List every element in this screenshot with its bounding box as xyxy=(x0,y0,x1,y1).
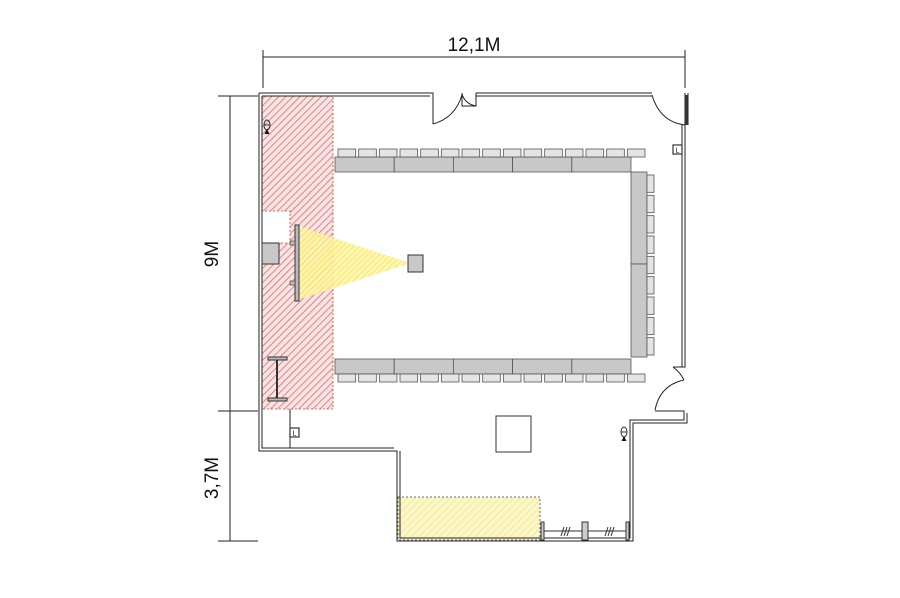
chair xyxy=(461,148,481,158)
podium xyxy=(267,356,288,402)
chair xyxy=(606,148,625,158)
chair xyxy=(646,174,655,193)
projection-zone xyxy=(298,226,410,300)
table xyxy=(452,358,513,375)
chair xyxy=(523,373,543,383)
chair xyxy=(502,373,522,383)
chair xyxy=(399,373,419,383)
wall-column xyxy=(685,95,688,125)
chair xyxy=(564,373,584,383)
table xyxy=(393,358,454,375)
annex-depth-label: 3,7M xyxy=(202,457,223,499)
chair xyxy=(461,373,481,383)
chair xyxy=(420,148,439,158)
table xyxy=(452,156,513,173)
table-layout xyxy=(334,148,655,383)
table xyxy=(334,358,395,375)
chair xyxy=(646,316,655,336)
doors xyxy=(432,93,686,411)
chair xyxy=(523,148,543,158)
main-depth-label: 9M xyxy=(202,241,223,267)
chair xyxy=(646,276,655,295)
dimension-depth xyxy=(218,95,258,542)
chair xyxy=(337,148,357,158)
svg-text:L: L xyxy=(293,431,297,438)
chair xyxy=(564,148,584,158)
chair xyxy=(440,148,460,158)
chair xyxy=(585,148,605,158)
chair xyxy=(482,373,501,383)
chair xyxy=(378,373,398,383)
svg-text:L: L xyxy=(676,148,680,155)
chair xyxy=(646,215,655,234)
chair xyxy=(420,373,439,383)
chair xyxy=(626,373,646,383)
table xyxy=(571,358,632,375)
door-top-left-leaf xyxy=(461,93,477,107)
table xyxy=(512,156,573,173)
chair xyxy=(606,373,625,383)
equipment-box xyxy=(261,242,280,265)
chair xyxy=(358,148,377,158)
center-table xyxy=(495,415,532,453)
width-label: 12,1M xyxy=(448,35,501,56)
chair xyxy=(646,296,655,315)
chair xyxy=(399,148,419,158)
chair xyxy=(440,373,460,383)
chair xyxy=(337,373,357,383)
projection-screen xyxy=(294,224,300,302)
chair xyxy=(482,148,501,158)
outlet-marker: L xyxy=(672,144,683,155)
walls xyxy=(258,92,689,542)
chair xyxy=(646,337,655,356)
chair xyxy=(646,194,655,214)
storage-zone xyxy=(397,496,541,541)
projector xyxy=(407,254,424,273)
table xyxy=(571,156,632,173)
microphone-icon xyxy=(263,119,271,134)
door-top-left xyxy=(432,94,463,125)
railing xyxy=(540,521,630,541)
dimension-width xyxy=(262,50,686,88)
chair xyxy=(502,148,522,158)
table xyxy=(334,156,395,173)
chair xyxy=(626,148,646,158)
table xyxy=(630,263,648,358)
microphone-icon xyxy=(620,426,628,441)
screen-bracket xyxy=(289,280,296,286)
screen-bracket xyxy=(289,240,296,246)
table xyxy=(393,156,454,173)
table xyxy=(512,358,573,375)
chair xyxy=(544,373,563,383)
chair xyxy=(646,235,655,254)
chair xyxy=(585,373,605,383)
chair xyxy=(358,373,377,383)
chair xyxy=(646,255,655,275)
outlet-marker: L xyxy=(289,427,300,438)
chair xyxy=(378,148,398,158)
chair xyxy=(544,148,563,158)
table xyxy=(630,171,648,265)
door-right xyxy=(654,379,685,411)
door-top-right xyxy=(651,94,686,126)
